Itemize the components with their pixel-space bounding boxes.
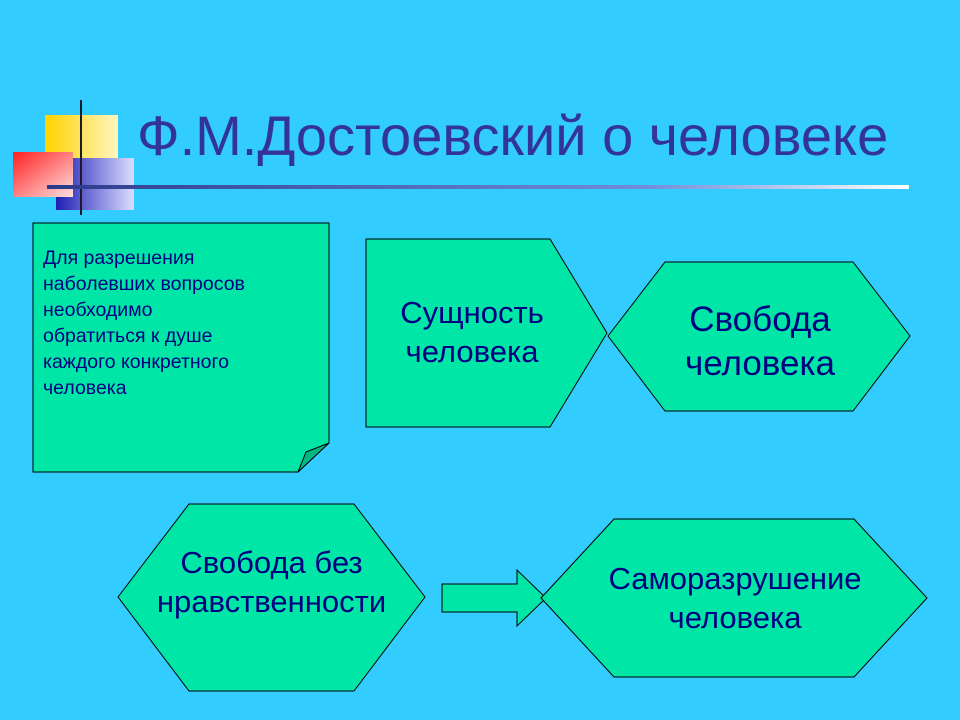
title-underline: [47, 185, 909, 189]
self-destruction-label-line: человека: [668, 599, 802, 635]
note-line: наболевших вопросов: [43, 273, 245, 295]
note-line: каждого конкретного: [43, 351, 230, 373]
right-arrow: [441, 568, 547, 628]
freedom-label-line: Свобода: [689, 300, 831, 339]
self-destruction-hexagon: [540, 518, 928, 678]
freedom-without-morality-label-line: нравственности: [156, 583, 387, 619]
essence-label-line: Сущность: [400, 295, 544, 330]
note-line: человека: [43, 377, 127, 399]
slide-title: Ф.М.Достоевский о человеке: [137, 104, 889, 167]
essence-pentagon: [365, 238, 608, 428]
freedom-label-line: человека: [684, 343, 836, 383]
freedom-without-morality-label: Свобода без нравственности: [118, 544, 425, 622]
self-destruction-label-line: Саморазрушение: [608, 561, 862, 596]
red-square: [13, 152, 73, 197]
note-shape: [32, 222, 330, 473]
decorative-squares-logo: [13, 100, 134, 215]
freedom-hexagon: [607, 261, 911, 412]
freedom-without-morality-label-line: Свобода без: [180, 545, 363, 580]
essence-label: Сущность человека: [366, 294, 578, 372]
note-line: необходимо: [43, 299, 153, 321]
freedom-label: Свобода человека: [630, 298, 890, 386]
self-destruction-label: Саморазрушение человека: [575, 560, 895, 638]
freedom-without-morality-hexagon: [117, 503, 426, 692]
note-line: обратиться к душе: [43, 325, 213, 347]
note-line: Для разрешения: [43, 247, 195, 269]
essence-label-line: человека: [405, 333, 539, 369]
note-text: Для разрешения наболевших вопросов необх…: [43, 245, 328, 401]
